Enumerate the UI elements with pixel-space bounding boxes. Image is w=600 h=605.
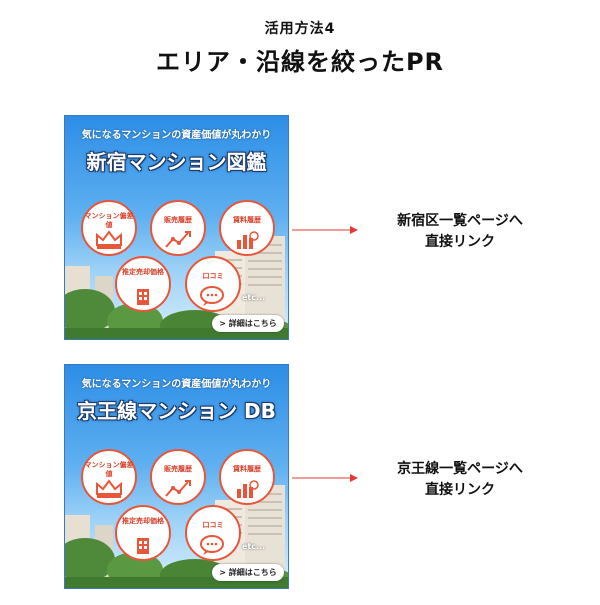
feature-label: マンション偏差値 xyxy=(84,212,134,229)
feature-circle: マンション偏差値 xyxy=(81,200,137,256)
arrow-icon xyxy=(292,226,358,234)
keio-line-list-link[interactable]: 京王線一覧ページへ 直接リンク xyxy=(360,459,560,501)
etc-label: etc... xyxy=(242,293,266,302)
feature-circle: 販売履歴 xyxy=(150,449,206,505)
link-line: 京王線一覧ページへ xyxy=(397,461,523,477)
feature-circle: 口コミ xyxy=(185,256,241,312)
city-background xyxy=(65,236,288,339)
trend-chart-icon xyxy=(165,231,191,248)
feature-label: 賃料履歴 xyxy=(233,216,261,224)
speech-bubble-icon xyxy=(200,535,224,555)
page-title: エリア・沿線を絞ったPR xyxy=(155,48,445,76)
banner-tagline: 気になるマンションの資産価値が丸わかり xyxy=(81,379,272,390)
feature-circle: マンション偏差値 xyxy=(81,449,137,505)
feature-label: 推定売却価格 xyxy=(122,517,164,525)
link-line: 新宿区一覧ページへ xyxy=(397,213,523,229)
detail-button[interactable]: > 詳細はこちら xyxy=(212,315,284,332)
crown-icon xyxy=(96,479,122,498)
feature-label: 賃料履歴 xyxy=(233,465,261,473)
shinjuku-list-link[interactable]: 新宿区一覧ページへ 直接リンク xyxy=(360,211,560,253)
feature-label: マンション偏差値 xyxy=(84,461,134,478)
keio-line-banner[interactable]: 気になるマンションの資産価値が丸わかり 京王線マンション DB マンション偏差値… xyxy=(64,364,289,589)
arrow-icon xyxy=(292,474,358,482)
feature-label: 口コミ xyxy=(202,521,224,529)
feature-label: 販売履歴 xyxy=(164,216,192,224)
banner-tagline: 気になるマンションの資産価値が丸わかり xyxy=(81,130,272,141)
link-line: 直接リンク xyxy=(425,234,495,250)
banner-name: 新宿マンション図鑑 xyxy=(86,150,267,174)
feature-circle: 推定売却価格 xyxy=(115,505,171,561)
building-icon xyxy=(137,289,149,305)
shinjuku-banner[interactable]: 気になるマンションの資産価値が丸わかり 新宿マンション図鑑 マンション偏差値 販… xyxy=(64,115,289,340)
feature-circle: 賃料履歴 xyxy=(219,200,275,256)
feature-label: 口コミ xyxy=(202,272,224,280)
banner-name: 京王線マンション DB xyxy=(77,399,276,423)
link-line: 直接リンク xyxy=(425,482,495,498)
feature-circle: 賃料履歴 xyxy=(219,449,275,505)
feature-circle: 販売履歴 xyxy=(150,200,206,256)
feature-label: 推定売却価格 xyxy=(122,268,164,276)
speech-bubble-icon xyxy=(200,286,224,306)
bar-chart-icon xyxy=(237,231,259,249)
detail-button[interactable]: > 詳細はこちら xyxy=(212,564,284,581)
crown-icon xyxy=(96,230,122,249)
feature-label: 販売履歴 xyxy=(164,465,192,473)
etc-label: etc... xyxy=(242,542,266,551)
page-subtitle: 活用方法4 xyxy=(264,21,336,37)
building-icon xyxy=(137,538,149,554)
bar-chart-icon xyxy=(237,480,259,498)
feature-circle: 推定売却価格 xyxy=(115,256,171,312)
trend-chart-icon xyxy=(165,480,191,497)
feature-circle: 口コミ xyxy=(185,505,241,561)
